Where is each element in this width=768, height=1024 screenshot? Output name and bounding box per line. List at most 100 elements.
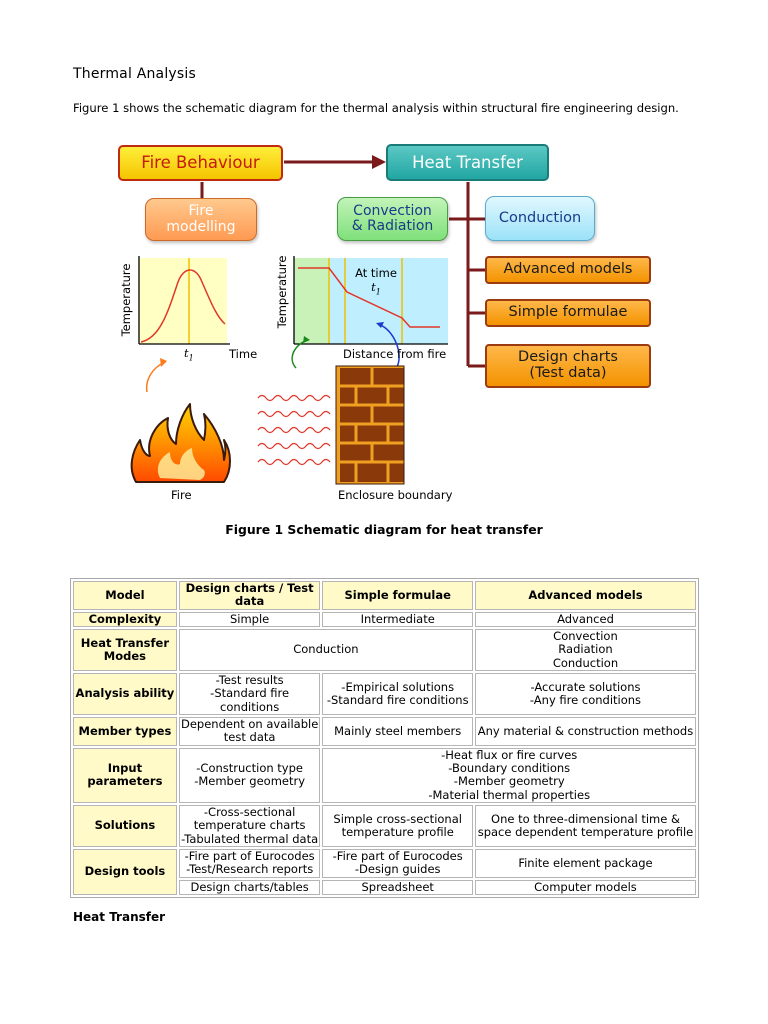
table-cell: Any material & construction methods: [474, 716, 696, 746]
cell-line: Simple cross-sectional: [333, 811, 462, 826]
cell-line: -Accurate solutions: [530, 679, 641, 694]
fire-curve-graph: [138, 256, 230, 345]
cell-line: conditions: [220, 699, 280, 714]
cell-line: -Empirical solutions: [341, 679, 455, 694]
diagram-canvas: [130, 155, 485, 485]
fire-behaviour-box: Fire Behaviour: [118, 145, 283, 181]
cell-line: -Boundary conditions: [448, 760, 571, 775]
cell-line: -Member geometry: [194, 774, 306, 789]
brick-wall-icon: [335, 365, 405, 485]
header-simple-formulae: Simple formulae: [322, 581, 473, 610]
enclosure-label: Enclosure boundary: [338, 488, 453, 502]
cell-line: -Member geometry: [453, 774, 565, 789]
intro-paragraph: Figure 1 shows the schematic diagram for…: [73, 101, 679, 115]
cell-line: temperature charts: [193, 818, 306, 833]
graph1-tick-sub: 1: [188, 353, 194, 363]
graph2-xlabel: Distance from fire: [343, 347, 447, 361]
heat-radiation-waves: [257, 394, 331, 466]
convection-radiation-line: & Radiation: [351, 218, 434, 234]
advanced-models-box: Advanced models: [485, 256, 651, 284]
cell-line: Convection: [553, 628, 618, 643]
cell-line: -Design guides: [354, 862, 441, 877]
header-line: Design charts / Test: [185, 581, 314, 595]
table-row: Analysis ability -Test results-Standard …: [73, 672, 696, 715]
table-row: Complexity Simple Intermediate Advanced: [73, 611, 696, 627]
table-cell: One to three-dimensional time &space dep…: [474, 804, 696, 847]
table-cell: -Accurate solutions-Any fire conditions: [474, 672, 696, 715]
row-label-analysis-ability: Analysis ability: [73, 672, 177, 715]
table-cell: Mainly steel members: [322, 716, 473, 746]
graph1-tick: t1: [184, 346, 194, 362]
convection-radiation-line: Convection: [353, 202, 432, 219]
cell-line: Radiation: [558, 642, 613, 657]
cell-line: -Material thermal properties: [428, 787, 591, 802]
wall-to-graph-arrow: [377, 323, 400, 369]
graph2-ylabel: Temperature: [275, 255, 289, 329]
cell-line: -Standard fire: [210, 686, 290, 701]
connector-arrowhead: [372, 155, 386, 169]
cell-line: -Test/Research reports: [186, 862, 314, 877]
row-label-complexity: Complexity: [73, 611, 177, 627]
cell-line: temperature profile: [341, 824, 454, 839]
connector-lines: [200, 160, 485, 368]
temperature-profile-curve: [298, 267, 440, 328]
graph2-note-var: t1: [354, 280, 398, 296]
heat-transfer-box: Heat Transfer: [386, 144, 549, 181]
cell-line: space dependent temperature profile: [477, 824, 694, 839]
table-cell: Conduction: [178, 628, 473, 671]
table-row: Design tools -Fire part of Eurocodes-Tes…: [73, 848, 696, 895]
fire-modelling-line: modelling: [166, 218, 236, 235]
table-cell: -Heat flux or fire curves-Boundary condi…: [322, 747, 696, 803]
table-cell: Spreadsheet: [322, 879, 473, 895]
design-charts-line: (Test data): [529, 365, 607, 381]
conduction-box: Conduction: [485, 196, 595, 241]
cell-line: -Any fire conditions: [529, 692, 642, 707]
graph1-tick-var: t: [184, 346, 189, 360]
header-model: Model: [73, 581, 177, 610]
cell-line: -Cross-sectional: [203, 804, 296, 819]
row-label-line: parameters: [87, 774, 163, 789]
graph1-ylabel: Temperature: [119, 263, 133, 337]
table-cell: -Construction type-Member geometry: [178, 747, 321, 803]
temperature-profile-graph: [293, 256, 448, 345]
table-cell: Advanced: [474, 611, 696, 627]
page-title: Thermal Analysis: [73, 66, 196, 82]
header-line: data: [235, 594, 265, 609]
table-cell: Computer models: [474, 879, 696, 895]
graph2-note: At time t1: [354, 266, 398, 296]
table-row: Design charts/tables Spreadsheet Compute…: [73, 879, 696, 895]
table-cell: Finite element package: [474, 848, 696, 878]
cell-line: -Standard fire conditions: [326, 692, 469, 707]
cell-line: test data: [223, 730, 276, 745]
fire-label: Fire: [171, 488, 192, 502]
fire-modelling-line: Fire: [188, 203, 214, 220]
table-cell: Simple: [178, 611, 321, 627]
cell-line: Dependent on available: [180, 716, 319, 731]
graph2-note-sub: 1: [375, 287, 381, 297]
graph2-note-t: t: [371, 280, 376, 294]
cell-line: Conduction: [552, 655, 619, 670]
table-cell: -Fire part of Eurocodes-Test/Research re…: [178, 848, 321, 878]
convection-radiation-box: Convection& Radiation: [337, 197, 448, 241]
cell-line: -Test results: [215, 672, 284, 687]
row-label-member-types: Member types: [73, 716, 177, 746]
figure-caption: Figure 1 Schematic diagram for heat tran…: [225, 522, 543, 537]
table-cell: Design charts/tables: [178, 879, 321, 895]
header-advanced-models: Advanced models: [474, 581, 696, 610]
table-cell: -Empirical solutions-Standard fire condi…: [322, 672, 473, 715]
cell-line: -Heat flux or fire curves: [441, 747, 578, 762]
row-label-solutions: Solutions: [73, 804, 177, 847]
design-charts-box: Design charts(Test data): [485, 344, 651, 388]
row-label-line: Modes: [103, 648, 147, 663]
fire-icon: [130, 403, 231, 483]
